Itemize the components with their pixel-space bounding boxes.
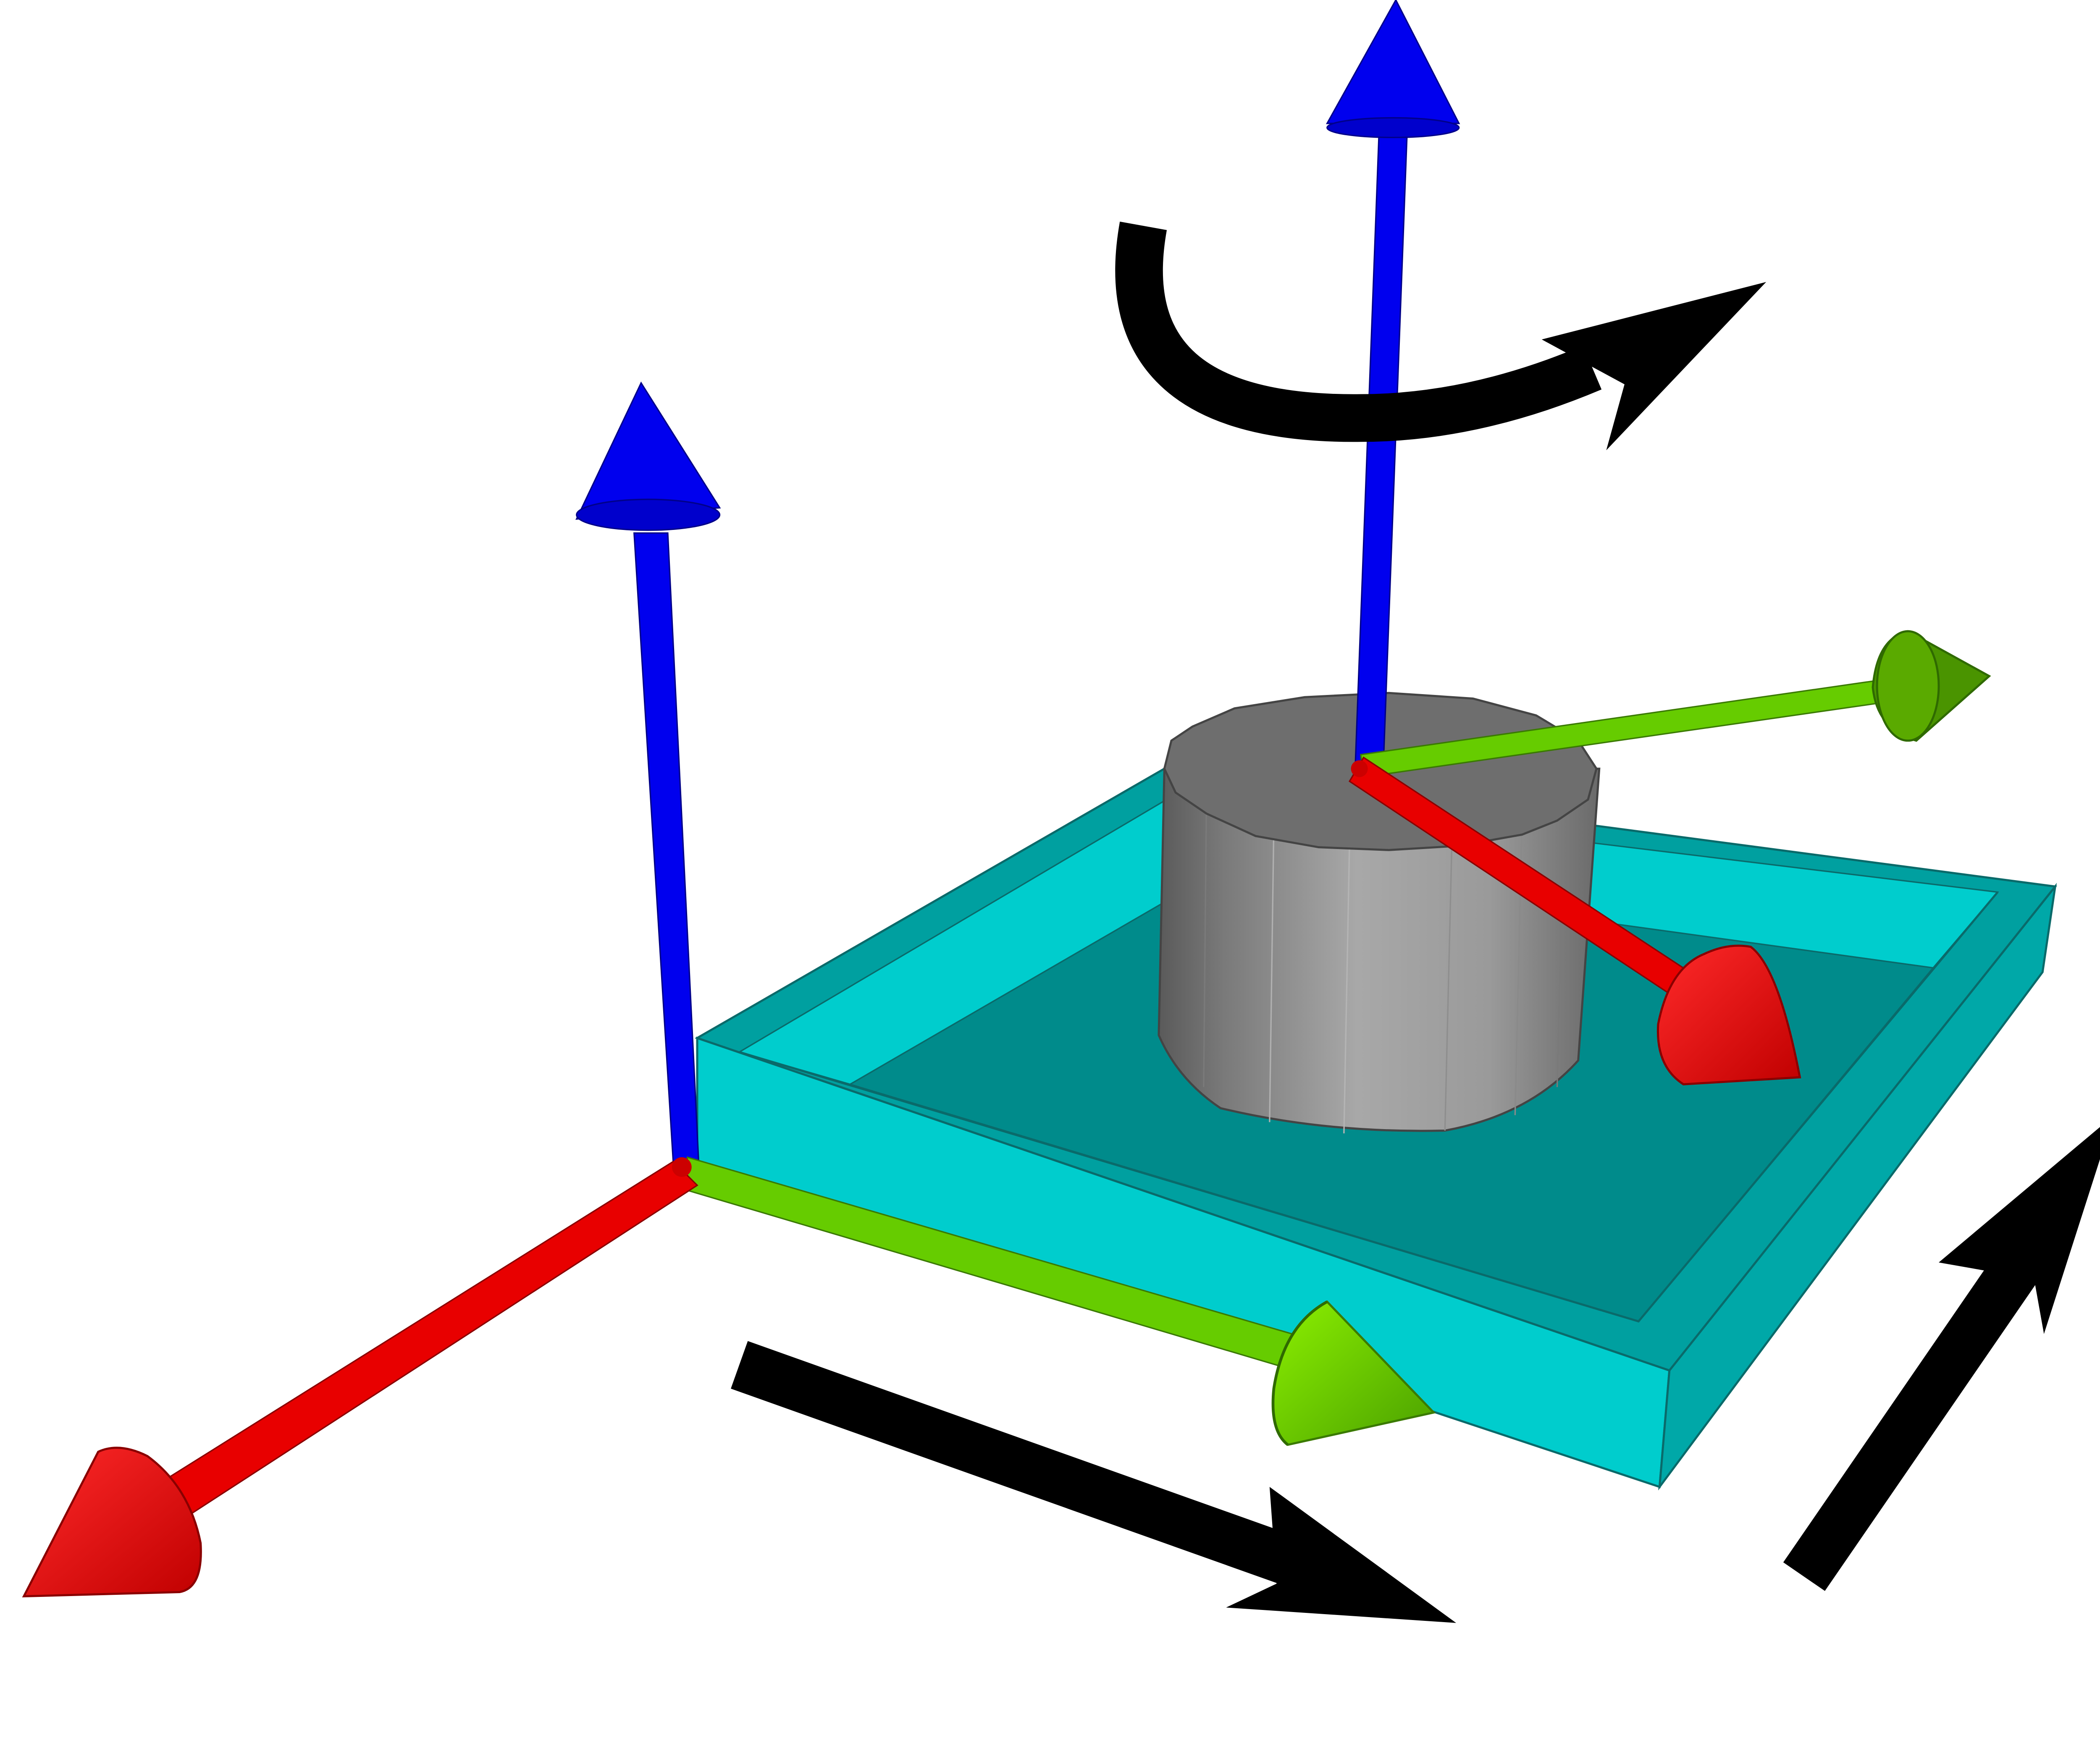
tool-frame bbox=[1326, 0, 1991, 1085]
translation-arrow-icon bbox=[1783, 1127, 2100, 1591]
translation-arrow-icon bbox=[731, 1341, 1457, 1623]
base-x-axis-icon bbox=[22, 1447, 202, 1598]
tool-z-axis-shaft bbox=[1354, 132, 1408, 770]
tool-z-axis-icon bbox=[1326, 0, 1460, 139]
base-frame-origin bbox=[672, 1157, 692, 1177]
base-z-axis-shaft bbox=[633, 532, 700, 1165]
tool-x-axis-icon bbox=[1656, 944, 1801, 1085]
rotation-arrow-icon bbox=[1115, 221, 1767, 451]
base-frame bbox=[22, 381, 1436, 1598]
base-x-axis-shaft bbox=[161, 1160, 698, 1516]
base-y-axis-icon bbox=[1271, 1300, 1436, 1446]
base-z-axis-icon bbox=[575, 381, 721, 531]
platform-inner-edge bbox=[739, 891, 1999, 1323]
tool-y-axis-icon bbox=[1872, 630, 1991, 742]
tool-frame-origin bbox=[1351, 760, 1368, 777]
